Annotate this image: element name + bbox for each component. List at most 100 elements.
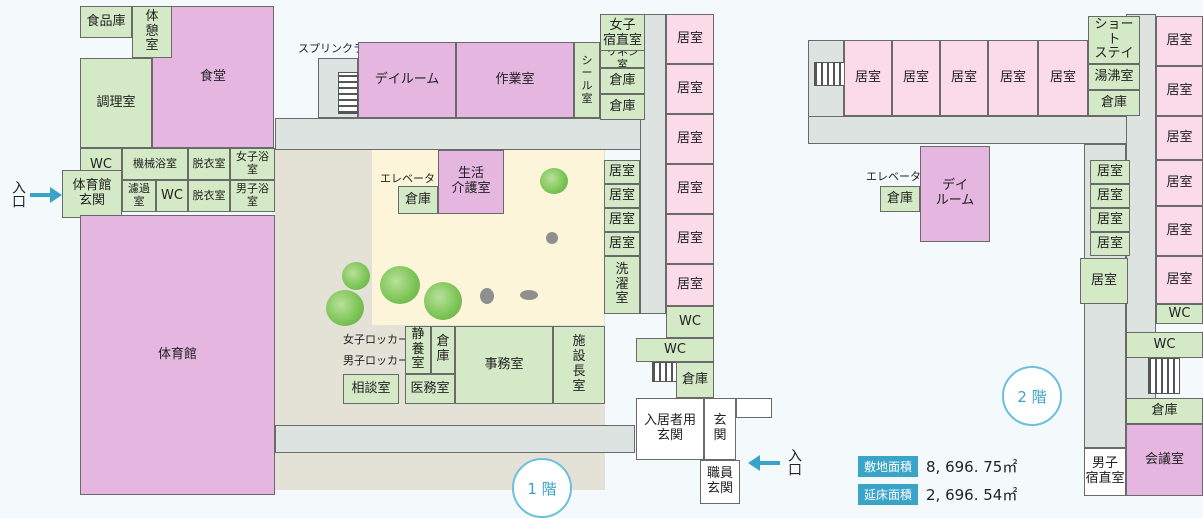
wc-2: WC [156, 180, 188, 212]
bedroom-e1: 居室 [666, 14, 714, 64]
floor-1-badge: 1 階 [512, 458, 572, 518]
room-short-stay: ショート ステイ [1088, 16, 1140, 64]
site-area-row: 敷地面積 8, 696. 75㎡ [858, 456, 1017, 477]
elevator-label-1: エレベータ [380, 172, 435, 185]
men-locker-label: 男子ロッカー [343, 354, 409, 367]
bedroom-n3: 居室 [940, 40, 988, 116]
room-kyoshitsu-a: 居室 [604, 160, 640, 184]
floor-area-value: 2, 696. 54㎡ [926, 486, 1018, 504]
room-office: 事務室 [455, 326, 553, 404]
storage-4: 倉庫 [676, 362, 714, 398]
room-seal: シ ー ル 室 [574, 42, 600, 118]
bedroom-m2: 居室 [1090, 184, 1130, 208]
room-medical: 医務室 [405, 374, 455, 404]
elevator-label-2: エレベータ [866, 170, 921, 183]
tree-icon [424, 282, 462, 320]
room-life-care: 生活 介護室 [438, 150, 504, 214]
floor-2-badge: 2 階 [1002, 366, 1062, 426]
room-kyoshitsu-b: 居室 [604, 184, 640, 208]
room-machine-bath: 機械浴室 [122, 148, 188, 180]
gym-entrance: 体育館 玄関 [62, 170, 122, 218]
room-kitchen: 調理室 [80, 58, 152, 148]
entrance-left-arrow-icon [30, 187, 62, 203]
corridor-south [275, 425, 635, 453]
staff-entrance: 職員 玄関 [700, 460, 740, 504]
bedroom-e3: 居室 [666, 114, 714, 164]
storage-2-3: 倉庫 [1126, 398, 1203, 424]
room-women-bath: 女子浴室 [230, 148, 275, 180]
room-women-duty: 女子 宿直室 [600, 14, 645, 54]
bedroom-e5: 居室 [666, 214, 714, 264]
room-dayroom-2: デイ ルーム [920, 146, 990, 242]
tree-icon [540, 168, 568, 194]
room-men-duty: 男子 宿直室 [1084, 448, 1126, 496]
room-dayroom: デイルーム [358, 42, 456, 118]
room-men-bath: 男子浴室 [230, 180, 275, 212]
room-filter: 濾過室 [122, 180, 156, 212]
site-area-label: 敷地面積 [858, 456, 919, 477]
room-kettle: 湯沸室 [1088, 64, 1140, 90]
storage-2-1: 倉庫 [1088, 90, 1140, 116]
bedroom-n1: 居室 [844, 40, 892, 116]
wc-2-2: WC [1126, 332, 1203, 358]
dining-label: 食堂 [199, 68, 226, 84]
entrance-right-arrow-icon [748, 455, 780, 471]
tree-icon [380, 266, 420, 304]
room-director: 施 設 長 室 [553, 326, 605, 404]
storage-2-2: 倉庫 [880, 186, 920, 212]
entrance-canopy [736, 398, 772, 418]
floor-area-row: 延床面積 2, 696. 54㎡ [858, 484, 1017, 505]
bedroom-n2: 居室 [892, 40, 940, 116]
bedroom-m4: 居室 [1090, 232, 1130, 256]
resident-entrance: 入居者用 玄関 [636, 398, 704, 460]
bedroom-2e4: 居室 [1156, 160, 1203, 206]
room-rest: 静 養 室 [405, 326, 431, 374]
room-kyoshitsu-c: 居室 [604, 208, 640, 232]
rock-icon [546, 232, 558, 244]
bedroom-m5: 居室 [1080, 258, 1128, 304]
bedroom-2e3: 居室 [1156, 116, 1203, 160]
room-consult: 相談室 [343, 374, 399, 404]
courtyard-lawn-2 [460, 220, 604, 325]
bedroom-e6: 居室 [666, 264, 714, 306]
entrance-right-label: 入口 [786, 448, 802, 476]
corridor-north [275, 118, 665, 150]
floor-area-label: 延床面積 [858, 484, 919, 505]
wc-2-1: WC [1156, 304, 1203, 324]
storage-3: 倉庫 [398, 186, 438, 214]
bedroom-2e6: 居室 [1156, 256, 1203, 304]
entrance-left-label: 入口 [10, 180, 26, 208]
rock-icon [520, 290, 538, 300]
corridor-2-north [808, 116, 1158, 144]
bedroom-m1: 居室 [1090, 160, 1130, 184]
bedroom-e2: 居室 [666, 64, 714, 114]
tree-icon [342, 262, 370, 290]
bedroom-n4: 居室 [988, 40, 1038, 116]
room-laundry: 洗 濯 室 [604, 256, 640, 314]
bedroom-2e5: 居室 [1156, 206, 1203, 256]
stairs-icon-4 [1148, 358, 1180, 394]
wc-4: WC [636, 338, 714, 362]
bedroom-2e2: 居室 [1156, 66, 1203, 116]
room-datsui-1: 脱衣室 [188, 148, 230, 180]
main-entrance: 玄 関 [704, 398, 736, 460]
bedroom-2e1: 居室 [1156, 16, 1203, 66]
bedroom-n5: 居室 [1038, 40, 1088, 116]
bedroom-e4: 居室 [666, 164, 714, 214]
room-linen: リネン室 [600, 50, 645, 68]
rock-icon [480, 288, 494, 304]
storage-1: 倉庫 [600, 68, 645, 94]
room-gym: 体育館 [80, 215, 275, 495]
stairs-icon-3 [814, 62, 846, 86]
site-area-value: 8, 696. 75㎡ [926, 458, 1018, 476]
bedroom-m3: 居室 [1090, 208, 1130, 232]
room-meeting: 会議室 [1126, 424, 1203, 496]
storage-5: 倉 庫 [431, 326, 455, 374]
tree-icon [326, 290, 364, 326]
room-kyoshitsu-d: 居室 [604, 232, 640, 256]
storage-2: 倉庫 [600, 94, 645, 120]
room-shokuhinko: 食品庫 [80, 6, 132, 38]
room-dining: 食堂 [152, 6, 274, 148]
women-locker-label: 女子ロッカー [343, 333, 409, 346]
room-datsui-2: 脱衣室 [188, 180, 230, 212]
